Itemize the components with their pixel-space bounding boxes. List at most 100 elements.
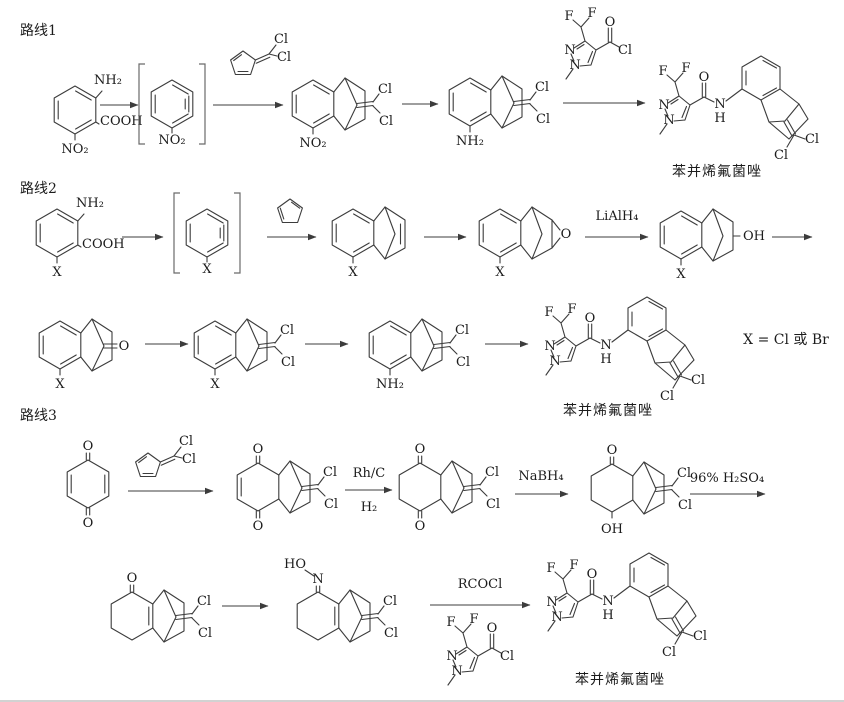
benzene-ring <box>291 79 335 129</box>
condition-h2so4: 96% H₂SO₄ <box>690 471 764 486</box>
atom-label-n: N <box>544 339 555 354</box>
fulvene-skeleton <box>230 44 278 76</box>
bracket-right <box>199 63 206 145</box>
cage-dichloromethylene <box>411 319 457 371</box>
atom-label-ho: HO <box>284 557 306 572</box>
atom-label-cl: Cl <box>455 323 469 338</box>
atom-label-cl: Cl <box>691 373 705 388</box>
atom-label-o: O <box>487 621 498 636</box>
bracket-right <box>234 192 241 274</box>
cage-epoxide <box>521 207 560 259</box>
structure-alcohol: OH X <box>659 209 765 282</box>
atom-label-cl: Cl <box>281 355 295 370</box>
atom-label-n: N <box>602 594 613 609</box>
atom-label-f: F <box>469 612 478 627</box>
atom-label-cl: Cl <box>277 50 291 65</box>
atom-label-cl: Cl <box>486 497 500 512</box>
atom-label-f: F <box>569 558 578 573</box>
reagent-pyrazole-acid-chloride: F F O Cl N N <box>446 612 514 685</box>
carbonyl-bond <box>129 584 135 593</box>
structure-amino-benzonorbornene-ccl2: Cl Cl NH₂ <box>368 319 470 392</box>
atom-label-o: O <box>83 439 94 454</box>
product-benzovindiflupyr: F F O N N N H Cl Cl 苯并烯氟菌唑 <box>546 553 707 688</box>
atom-label-cl: Cl <box>500 649 514 664</box>
atom-label-cl: Cl <box>662 645 676 660</box>
atom-label-cl: Cl <box>197 594 211 609</box>
structure-halo-benzonorbornene-ccl2: Cl Cl X <box>193 319 295 392</box>
reagent-pyrazole-acid-chloride: F F O Cl N N <box>564 6 632 79</box>
benzene-ring <box>368 320 412 370</box>
atom-label-nh2: NH₂ <box>94 73 122 88</box>
atom-label-cooh: COOH <box>82 237 125 252</box>
structure-nitro-benzonorbornene-ccl2: Cl Cl NO₂ <box>291 78 393 151</box>
atom-label-f: F <box>587 6 596 21</box>
cage-dichloromethylene <box>153 590 199 642</box>
atom-label-n: N <box>312 572 323 587</box>
atom-label-n: N <box>658 98 669 113</box>
atom-label-no2: NO₂ <box>299 136 326 151</box>
atom-label-n: N <box>663 113 674 128</box>
cage-ketone <box>81 319 117 371</box>
atom-label-cl: Cl <box>198 626 212 641</box>
atom-label-x: X <box>202 262 212 277</box>
atom-label-no2: NO₂ <box>61 142 88 157</box>
atom-label-nh2: NH₂ <box>76 196 104 211</box>
atom-label-oh: OH <box>601 522 623 537</box>
atom-label-nh2: NH₂ <box>456 134 484 149</box>
atom-label-n: N <box>600 338 611 353</box>
x-definition: X = Cl 或 Br <box>743 332 829 348</box>
atom-label-cl: Cl <box>379 114 393 129</box>
atom-label-h: H <box>600 352 611 367</box>
ring <box>66 459 110 509</box>
substituent-bonds <box>56 213 85 264</box>
structure-epoxide: O X <box>478 207 571 280</box>
atom-label-cl: Cl <box>536 112 550 127</box>
atom-label-cl: Cl <box>383 594 397 609</box>
atom-label-cooh: COOH <box>100 114 143 129</box>
cage-dichloromethylene <box>279 461 325 513</box>
cage-dichloromethylene <box>491 76 537 128</box>
intermediate-nitrobenzyne: NO₂ <box>138 63 206 148</box>
atom-label-o: O <box>415 519 426 534</box>
structure-oxime: N HO Cl Cl <box>284 557 398 642</box>
condition-rhc: Rh/C <box>353 466 386 481</box>
atom-label-cl: Cl <box>660 389 674 404</box>
bracket-left <box>138 63 145 145</box>
atom-label-o: O <box>253 519 264 534</box>
atom-label-x: X <box>676 267 686 282</box>
atom-label-cl: Cl <box>485 465 499 480</box>
atom-label-oh: OH <box>743 229 765 244</box>
condition-nabh4: NaBH₄ <box>518 469 563 484</box>
benzene-ring <box>193 320 237 370</box>
structure-diels-alder-adduct-dione: O O Cl Cl <box>236 442 338 534</box>
product-name: 苯并烯氟菌唑 <box>563 402 653 419</box>
atom-label-cl: Cl <box>179 434 193 449</box>
route3-label: 路线3 <box>20 408 57 424</box>
atom-label-cl: Cl <box>323 465 337 480</box>
bracket-left <box>173 192 180 274</box>
atom-label-cl: Cl <box>618 43 632 58</box>
structure-aminonitrobenzoic-acid: NH₂ COOH NO₂ <box>53 73 143 157</box>
atom-label-cl: Cl <box>805 132 819 147</box>
atom-label-n: N <box>714 97 725 112</box>
atom-label-n: N <box>546 595 557 610</box>
ring <box>236 462 280 512</box>
benzene-ring <box>53 85 97 135</box>
product-name: 苯并烯氟菌唑 <box>575 671 665 688</box>
atom-label-cl: Cl <box>677 466 691 481</box>
cage-dichloromethylene <box>441 461 487 513</box>
fulvene-skeleton <box>135 446 183 478</box>
structure-halo-benzonorbornadiene: X <box>331 207 405 280</box>
atom-label-cl: Cl <box>384 626 398 641</box>
product-benzovindiflupyr: F F O N N N H Cl Cl 苯并烯氟菌唑 <box>658 56 819 180</box>
reagent-cyclopentadiene <box>277 198 303 224</box>
carbonyl-bond <box>85 507 91 516</box>
cage-dichloromethylene <box>633 462 679 514</box>
atom-label-x: X <box>210 377 220 392</box>
structure-saturated-dione: O O Cl Cl <box>398 442 500 534</box>
atom-label-o: O <box>605 15 616 30</box>
condition-rcocl: RCOCl <box>458 577 503 592</box>
condition-h2: H₂ <box>361 500 378 515</box>
